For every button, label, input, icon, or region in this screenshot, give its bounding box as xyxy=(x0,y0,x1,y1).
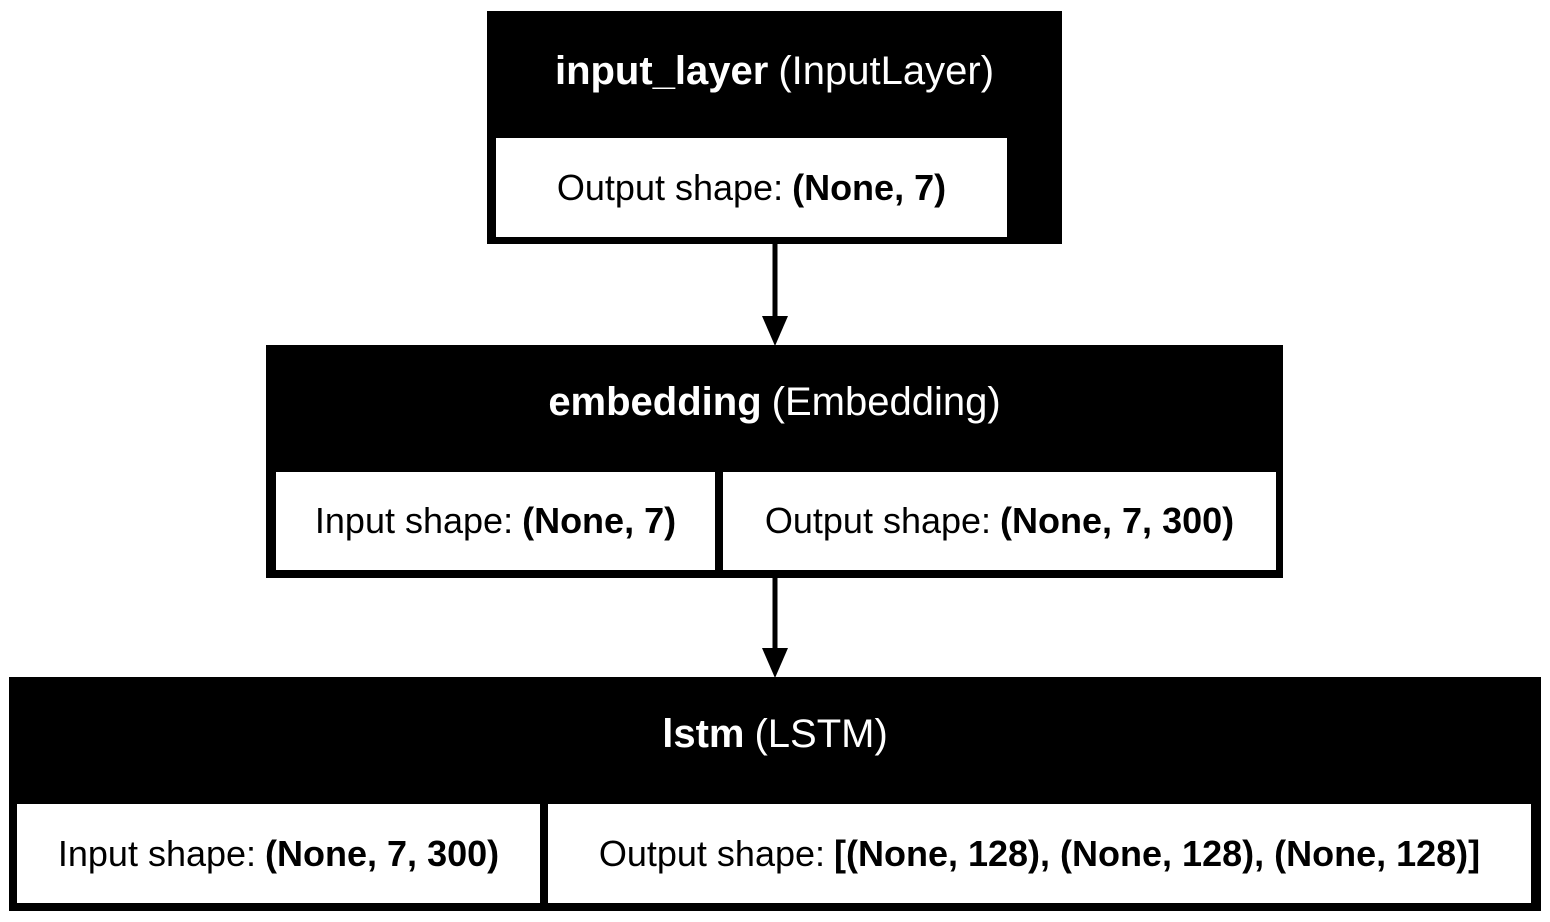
input-shape-label: Input shape: xyxy=(314,500,514,541)
output-shape-cell: Output shape: (None, 7) xyxy=(496,138,1007,237)
layer-type: (Embedding) xyxy=(771,380,1001,424)
output-shape-cell: Output shape: [(None, 128), (None, 128),… xyxy=(548,804,1531,903)
input-shape-value: (None, 7) xyxy=(522,500,677,541)
layer-name: input_layer xyxy=(554,48,769,93)
node-title: lstm (LSTM) xyxy=(9,677,1541,792)
node-title: embedding (Embedding) xyxy=(266,345,1283,460)
edge-input-layer-to-embedding xyxy=(762,243,788,346)
output-shape-label: Output shape: xyxy=(556,166,784,208)
output-shape-cell: Output shape: (None, 7, 300) xyxy=(723,472,1276,570)
input-shape-label: Input shape: xyxy=(57,832,257,874)
layer-type: (InputLayer) xyxy=(778,48,995,93)
node-embedding: embedding (Embedding) Input shape: (None… xyxy=(266,345,1283,578)
layer-type: (LSTM) xyxy=(754,712,888,756)
node-input-layer: input_layer (InputLayer) Output shape: (… xyxy=(487,11,1062,244)
output-shape-label: Output shape: xyxy=(764,500,992,541)
input-shape-cell: Input shape: (None, 7) xyxy=(276,472,715,570)
input-shape-value: (None, 7, 300) xyxy=(265,832,500,874)
output-shape-label: Output shape: xyxy=(598,832,826,874)
output-shape-value: (None, 7, 300) xyxy=(1000,500,1235,541)
layer-name: lstm xyxy=(662,712,745,756)
node-title: input_layer (InputLayer) xyxy=(487,11,1062,131)
layer-name: embedding xyxy=(548,380,762,424)
output-shape-value: [(None, 128), (None, 128), (None, 128)] xyxy=(834,832,1481,874)
edge-embedding-to-lstm xyxy=(762,577,788,678)
output-shape-value: (None, 7) xyxy=(792,166,947,208)
node-lstm: lstm (LSTM) Input shape: (None, 7, 300) … xyxy=(9,677,1541,911)
input-shape-cell: Input shape: (None, 7, 300) xyxy=(17,804,540,903)
